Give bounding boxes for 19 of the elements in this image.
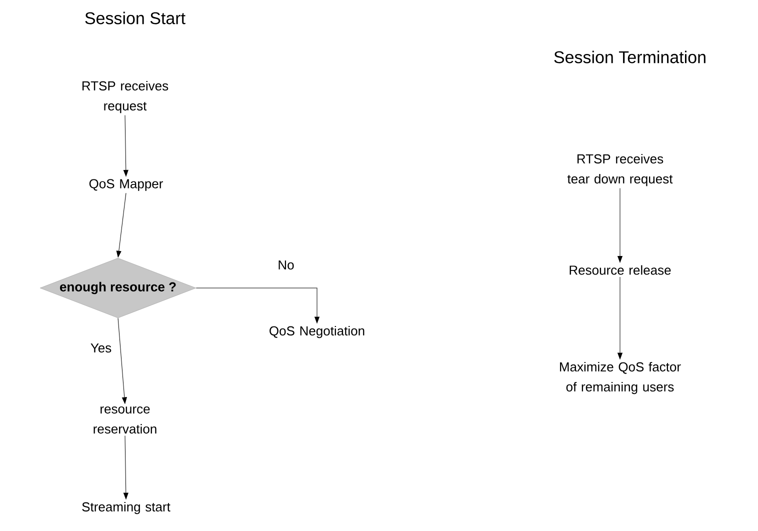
edge-label: No: [276, 259, 296, 271]
arrow: [116, 192, 126, 258]
section-heading: Session Termination: [554, 50, 706, 64]
process-step: QoS Mapper: [89, 179, 163, 191]
edge-label: Yes: [89, 342, 113, 354]
arrow: [123, 436, 128, 500]
process-step: Maximize QoS factor of remaining users: [560, 362, 681, 394]
arrow: [618, 276, 622, 360]
process-step: Streaming start: [82, 502, 170, 514]
process-step: QoS Negotiation: [270, 326, 364, 338]
process-step: Resource release: [570, 265, 671, 275]
process-step: RTSP receives tear down request: [567, 154, 673, 186]
arrow: [123, 115, 128, 176]
arrow: [118, 318, 127, 404]
section-heading: Session Start: [85, 12, 186, 24]
arrow: [196, 288, 320, 324]
process-step: RTSP receives request: [82, 80, 168, 114]
arrow: [618, 188, 622, 263]
process-step: resource reservation: [94, 406, 156, 434]
